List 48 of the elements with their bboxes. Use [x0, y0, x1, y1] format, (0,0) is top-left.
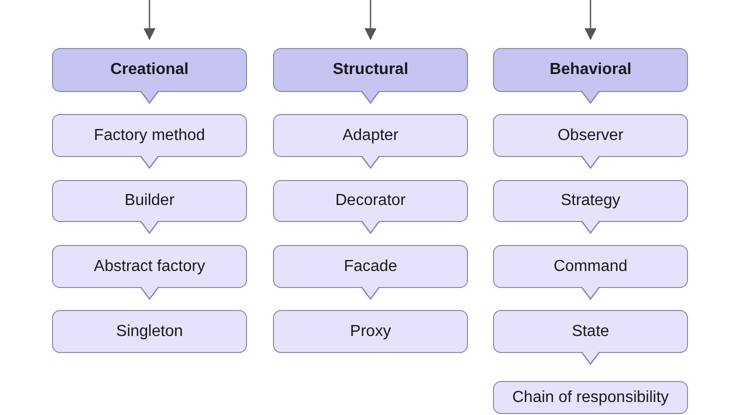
pattern-name: Creational — [110, 61, 189, 79]
pointer-notch — [140, 220, 160, 234]
pointer-notch — [580, 90, 600, 104]
pointer-notch — [580, 351, 600, 366]
pattern-box — [52, 114, 247, 157]
pattern-box — [493, 381, 688, 414]
pattern-name: Facade — [344, 258, 398, 276]
pattern-name: Strategy — [560, 192, 620, 210]
pointer-notch — [140, 155, 160, 170]
pointer-notch — [140, 286, 160, 300]
pattern-box — [493, 245, 688, 288]
category-header-box — [493, 48, 688, 92]
pattern-box — [52, 310, 247, 353]
pointer-notch — [360, 155, 380, 170]
category-header-box — [273, 48, 468, 92]
pattern-box — [493, 180, 688, 222]
pattern-name: Decorator — [335, 192, 406, 210]
pattern-name: Abstract factory — [94, 258, 206, 276]
pattern-name: Structural — [332, 61, 408, 79]
pattern-name: Command — [554, 258, 628, 276]
pointer-notch — [580, 286, 600, 300]
pattern-box — [493, 310, 688, 353]
pointer-notch — [580, 155, 600, 170]
pattern-name: Proxy — [350, 322, 391, 340]
pattern-box — [493, 114, 688, 157]
pointer-notch — [360, 286, 380, 300]
pattern-name: Builder — [124, 192, 174, 210]
pattern-box — [273, 245, 468, 288]
arrow — [364, 0, 376, 40]
arrow — [584, 0, 596, 40]
pointer-notch — [360, 90, 380, 104]
pattern-box — [273, 310, 468, 353]
pattern-box — [273, 180, 468, 222]
pattern-name: Chain of responsibility — [512, 388, 669, 406]
pattern-box — [52, 245, 247, 288]
pointer-notch — [140, 90, 160, 104]
pattern-name: State — [572, 322, 610, 340]
category-header-box — [52, 48, 247, 92]
pattern-name: Singleton — [116, 322, 183, 340]
pointer-notch — [580, 220, 600, 234]
pattern-name: Behavioral — [550, 61, 632, 79]
pattern-name: Adapter — [342, 126, 399, 144]
pattern-box — [52, 180, 247, 222]
pattern-box — [273, 114, 468, 157]
pattern-name: Observer — [558, 126, 624, 144]
arrow — [144, 0, 156, 40]
pointer-notch — [360, 220, 380, 234]
pattern-name: Factory method — [94, 126, 206, 144]
